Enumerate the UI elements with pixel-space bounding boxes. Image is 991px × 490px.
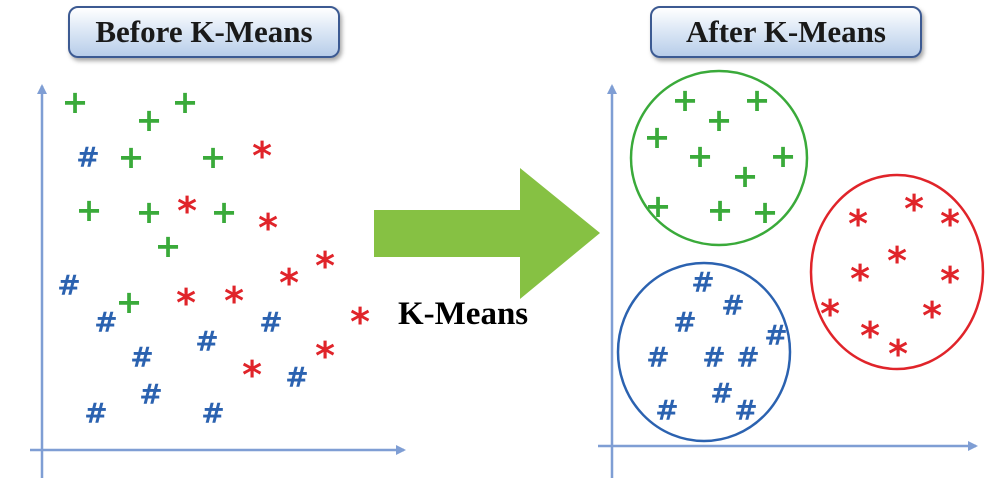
before-point-star: *	[242, 353, 262, 397]
before-point-star: *	[252, 134, 272, 178]
before-point-hash: #	[84, 397, 107, 430]
before-point-hash: #	[195, 325, 218, 358]
cluster-circle-plus	[629, 69, 809, 247]
cluster-point-star: *	[820, 292, 840, 336]
before-kmeans-title: Before K-Means	[68, 6, 340, 58]
cluster-point-plus: +	[644, 118, 671, 156]
cluster-point-hash: #	[734, 394, 757, 427]
after-kmeans-title-text: After K-Means	[685, 14, 886, 49]
before-point-plus: +	[62, 83, 89, 121]
before-point-star: *	[224, 279, 244, 323]
before-point-hash: #	[76, 141, 99, 174]
cluster-point-star: *	[922, 294, 942, 338]
points-layer: +++#++*++*+*+**#+***####**####	[57, 83, 370, 430]
before-point-star: *	[177, 189, 197, 233]
cluster-point-hash: #	[721, 289, 744, 322]
cluster-point-star: *	[887, 239, 907, 283]
cluster-point-plus: +	[707, 191, 734, 229]
cluster-point-star: *	[850, 257, 870, 301]
before-point-star: *	[176, 281, 196, 325]
cluster-point-plus: +	[770, 137, 797, 175]
before-point-plus: +	[155, 227, 182, 265]
kmeans-arrow	[374, 168, 600, 299]
cluster-point-hash: #	[646, 341, 669, 374]
cluster-point-plus: +	[744, 81, 771, 119]
before-point-star: *	[350, 300, 370, 344]
cluster-point-plus: +	[732, 157, 759, 195]
before-point-hash: #	[94, 306, 117, 339]
cluster-point-hash: #	[673, 306, 696, 339]
cluster-point-hash: #	[736, 341, 759, 374]
cluster-point-plus: +	[645, 187, 672, 225]
cluster-point-star: *	[860, 314, 880, 358]
cluster-point-star: *	[888, 332, 908, 376]
before-point-star: *	[315, 244, 335, 288]
before-point-hash: #	[259, 306, 282, 339]
before-point-plus: +	[172, 83, 199, 121]
cluster-circle-hash	[616, 261, 792, 443]
before-point-star: *	[258, 206, 278, 250]
before-point-plus: +	[118, 138, 145, 176]
before-point-plus: +	[136, 101, 163, 139]
before-point-star: *	[279, 261, 299, 305]
before-kmeans-title-text: Before K-Means	[95, 14, 313, 49]
cluster-point-star: *	[904, 187, 924, 231]
cluster-point-star: *	[848, 202, 868, 246]
cluster-point-hash: #	[710, 377, 733, 410]
before-point-hash: #	[57, 269, 80, 302]
before-point-plus: +	[136, 193, 163, 231]
cluster-point-hash: #	[691, 266, 714, 299]
before-point-plus: +	[211, 193, 238, 231]
before-point-hash: #	[201, 397, 224, 430]
before-point-hash: #	[139, 378, 162, 411]
cluster-point-plus: +	[752, 193, 779, 231]
cluster-point-star: *	[940, 202, 960, 246]
before-point-plus: +	[76, 191, 103, 229]
cluster-point-plus: +	[687, 137, 714, 175]
before-point-plus: +	[200, 138, 227, 176]
cluster-circle-star	[809, 173, 985, 371]
before-point-hash: #	[285, 361, 308, 394]
cluster-point-hash: #	[764, 319, 787, 352]
cluster-point-hash: #	[655, 394, 678, 427]
after-kmeans-title: After K-Means	[650, 6, 922, 58]
before-point-plus: +	[116, 283, 143, 321]
cluster-point-star: *	[940, 259, 960, 303]
cluster-point-hash: #	[702, 341, 725, 374]
cluster-point-plus: +	[672, 81, 699, 119]
clusters-layer: ++++++++++**********##########	[616, 69, 985, 443]
arrow-label: K-Means	[398, 296, 529, 332]
before-point-star: *	[315, 334, 335, 378]
before-point-hash: #	[130, 341, 153, 374]
cluster-point-plus: +	[706, 101, 733, 139]
